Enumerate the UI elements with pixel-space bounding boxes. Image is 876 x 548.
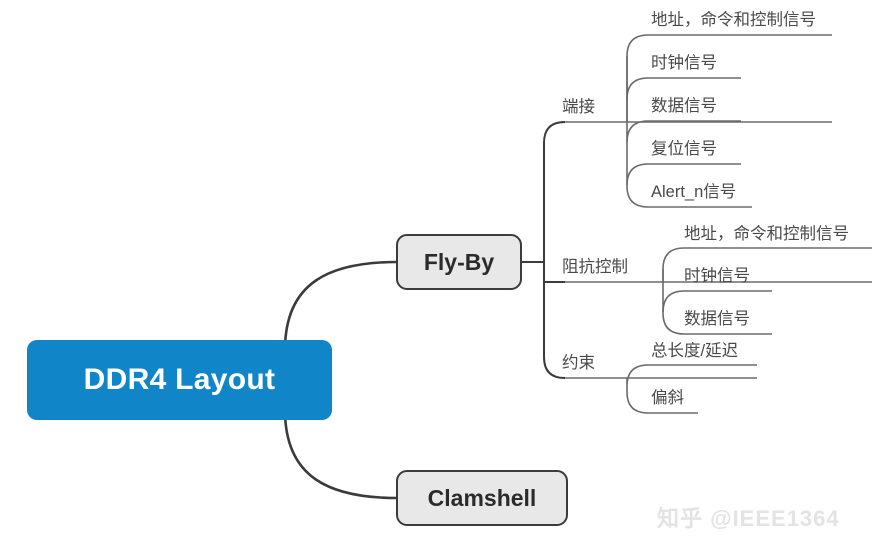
leafline-7 [662, 290, 772, 313]
root-node-label: DDR4 Layout [83, 363, 276, 396]
root-node-ddr4-layout[interactable]: DDR4 Layout [27, 340, 332, 420]
leafline-3 [626, 120, 741, 143]
leafline-9 [626, 364, 757, 387]
leaf-zukang-clock[interactable]: 时钟信号 [684, 267, 750, 285]
group-label-zukang-kongzhi[interactable]: 阻抗控制 [562, 258, 628, 276]
leaf-zukang-address-command-control[interactable]: 地址，命令和控制信号 [684, 225, 849, 243]
leafline-2 [626, 77, 741, 100]
leaf-duanjie-alert-n[interactable]: Alert_n信号 [651, 183, 737, 201]
leafline-4 [626, 163, 741, 186]
leaf-duanjie-reset[interactable]: 复位信号 [651, 140, 717, 158]
leaf-duanjie-data[interactable]: 数据信号 [651, 97, 717, 115]
edge-bracket-top [543, 121, 566, 262]
branch-node-label-fly-by: Fly-By [423, 248, 495, 275]
leaf-duanjie-address-command-control[interactable]: 地址，命令和控制信号 [651, 11, 816, 29]
branch-node-fly-by[interactable]: Fly-By [396, 234, 522, 290]
leaf-duanjie-clock[interactable]: 时钟信号 [651, 54, 717, 72]
leaf-zukang-data[interactable]: 数据信号 [684, 310, 750, 328]
group-label-duanjie[interactable]: 端接 [562, 98, 595, 116]
watermark-text: 知乎 @IEEE1364 [657, 506, 840, 531]
edge-root-flyby [283, 260, 398, 351]
leaf-yueshu-skew[interactable]: 偏斜 [651, 389, 684, 407]
branch-node-label-clamshell: Clamshell [427, 484, 537, 511]
leaf-yueshu-total-length-delay[interactable]: 总长度/延迟 [651, 342, 739, 360]
edge-root-clamshell [283, 409, 398, 500]
group-label-yueshu[interactable]: 约束 [562, 354, 595, 372]
branch-node-clamshell[interactable]: Clamshell [396, 470, 568, 526]
